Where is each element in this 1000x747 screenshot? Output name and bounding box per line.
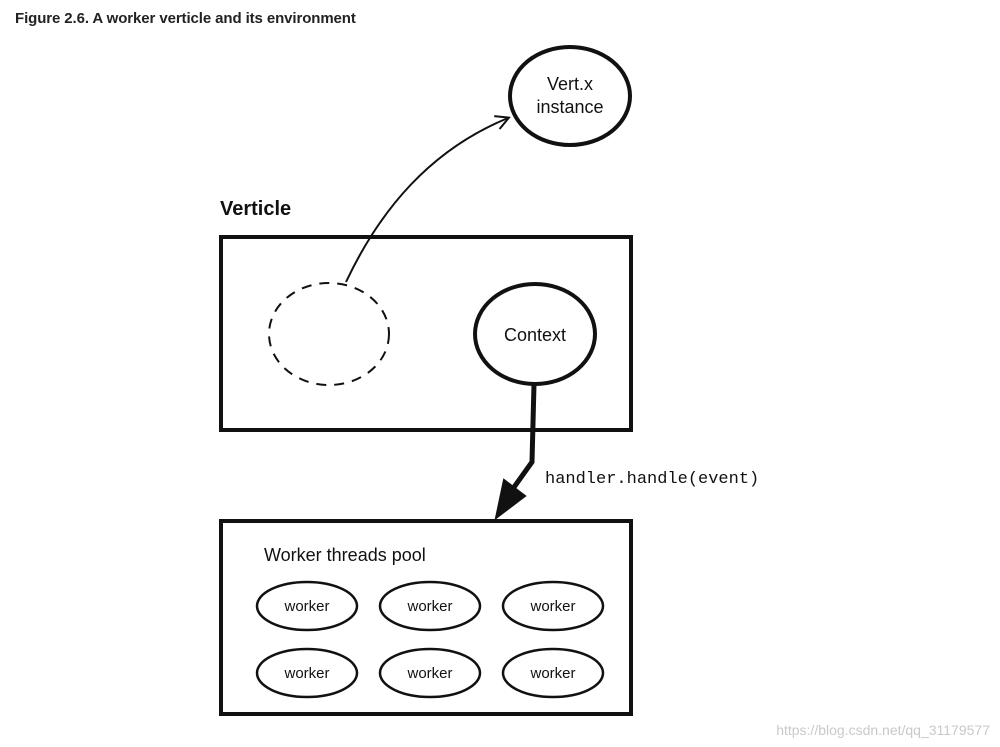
handler-call-label: handler.handle(event) (545, 470, 759, 489)
figure-caption: Figure 2.6. A worker verticle and its en… (15, 10, 356, 27)
worker-node: worker (378, 580, 482, 632)
worker-pool-box (219, 519, 633, 716)
vertx-instance-node: Vert.x instance (508, 45, 632, 147)
worker-node: worker (378, 647, 482, 699)
context-circle (473, 282, 597, 386)
reference-arrow (345, 118, 508, 283)
vertx-instance-label-line2: instance (536, 97, 603, 117)
vertx-instance-circle (508, 45, 632, 147)
vertx-instance-label-line1: Vert.x (547, 74, 593, 94)
worker-node: worker (255, 647, 359, 699)
watermark-text: https://blog.csdn.net/qq_31179577 (776, 722, 990, 738)
verticle-box (219, 235, 633, 432)
worker-pool-title: Worker threads pool (264, 545, 426, 565)
worker-node: worker (255, 580, 359, 632)
worker-label: worker (283, 665, 329, 682)
worker-node: worker (501, 580, 605, 632)
worker-label: worker (529, 665, 575, 682)
worker-label: worker (406, 598, 452, 615)
verticle-title: Verticle (220, 198, 291, 220)
worker-label: worker (529, 598, 575, 615)
worker-label: worker (283, 598, 329, 615)
worker-node: worker (501, 647, 605, 699)
context-node: Context (473, 282, 597, 386)
worker-label: worker (406, 665, 452, 682)
context-label: Context (504, 325, 566, 345)
dashed-circle (268, 282, 390, 386)
dispatch-arrow (494, 383, 537, 521)
